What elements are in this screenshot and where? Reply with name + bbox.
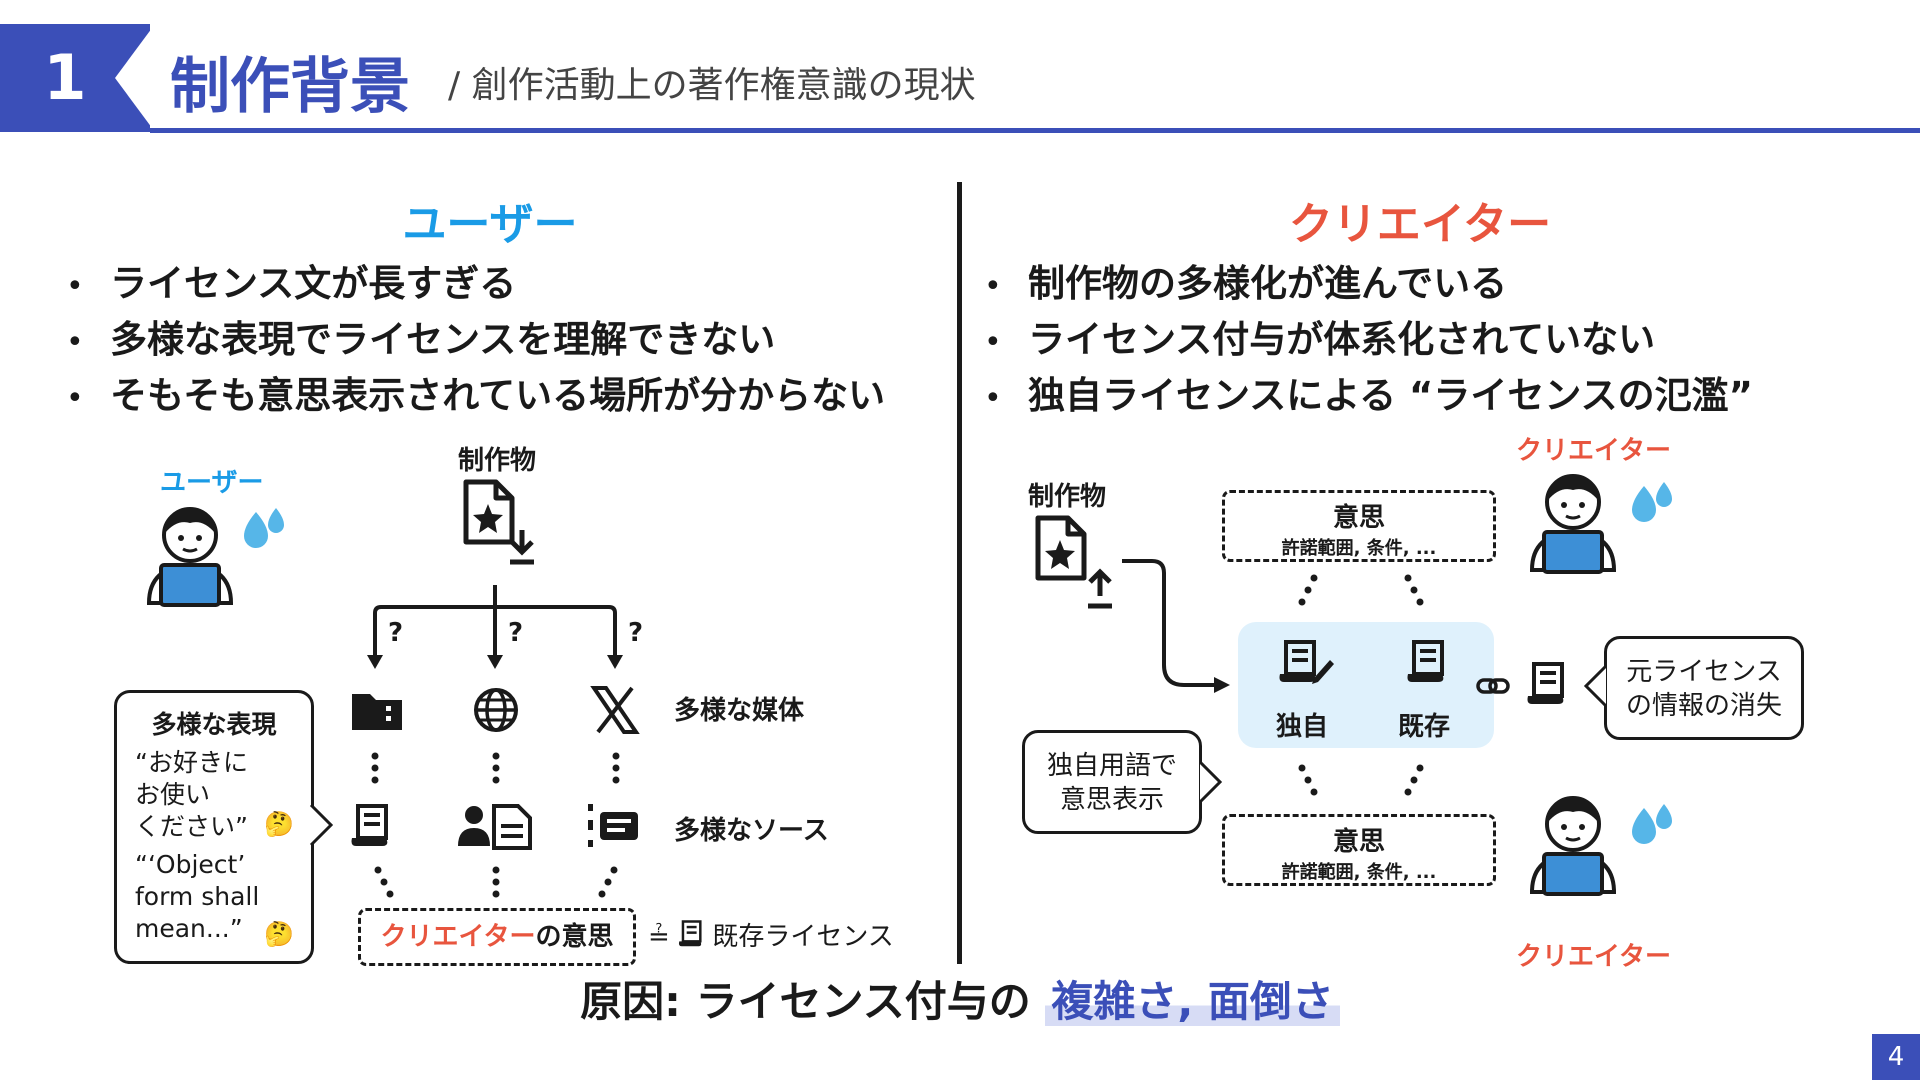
left-bullet-item: ライセンス文が長すぎる [66,256,885,312]
x-logo-icon [590,686,640,734]
intent-box-bottom: 意思 許諾範囲, 条件, ... [1222,814,1496,886]
person-laptop-icon [1530,474,1616,574]
creator-intent-prefix: クリエイター [380,922,536,952]
right-bullet-item: 制作物の多様化が進んでいる [984,256,1753,312]
info-loss-bubble: 元ライセンス の情報の消失 [1604,636,1804,740]
branch-arrows [367,585,623,669]
custom-term-bubble: 独自用語で 意思表示 [1022,730,1202,834]
person-card-icon [458,804,532,850]
bubble-tail [309,803,334,847]
column-divider [957,182,962,964]
file-star-download-icon [462,480,534,565]
existing-license-note: ≟ 既存ライセンス [648,916,894,953]
section-number-notch [115,24,155,132]
existing-label: 既存 [1398,712,1451,742]
cause-prefix: 原因: ライセンス付与の [580,977,1046,1026]
list-icon [588,804,638,847]
page-title: 制作背景 [170,52,410,122]
bubble-quote-1: “お好きに お使い ください” [135,748,248,841]
license-type-panel [1238,622,1494,748]
right-bullet-item: 独自ライセンスによる “ライセンスの氾濫” [984,368,1753,424]
intent-box-top: 意思 許諾範囲, 条件, ... [1222,490,1496,562]
page-number: 4 [1872,1034,1920,1080]
folder-icon [352,694,402,730]
work-label: 制作物 [1028,482,1107,512]
bubble-tail [1198,760,1223,804]
intent-title: 意思 [1332,503,1385,533]
license-scroll-icon [349,804,390,848]
question-mark: ? [388,618,404,648]
diverse-expression-bubble: 多様な表現 “お好きに お使い ください” “‘Object’ form sha… [114,690,314,964]
question-mark: ? [508,618,524,648]
dotted-connectors [371,752,620,784]
source-label: 多様なソース [674,816,829,846]
creator-intent-suffix: の意思 [535,922,614,952]
person-laptop-icon [1530,796,1616,896]
section-number: 1 [43,41,87,114]
approx-symbol: ≟ [648,922,670,952]
user-label: ユーザー [160,468,264,498]
left-bullet-item: そもそも意思表示されている場所が分からない [66,368,885,424]
dotted-connectors [374,866,618,898]
question-mark: ? [628,618,644,648]
cause-highlight: 複雑さ, 面倒さ [1045,977,1340,1026]
thinking-emoji-icon: 🤔 [264,810,294,838]
license-edit-icon [1277,640,1334,684]
intent-sub: 許諾範囲, 条件, ... [1281,538,1437,559]
work-label: 制作物 [458,446,537,476]
file-star-upload-icon [1034,516,1112,609]
thinking-emoji-icon: 🤔 [264,920,294,948]
media-label: 多様な媒体 [674,696,805,726]
left-bullet-item: 多様な表現でライセンスを理解できない [66,312,885,368]
creator-intent-box: クリエイターの意思 [358,908,636,966]
creator-label-top: クリエイター [1516,436,1671,466]
globe-icon [474,688,518,732]
license-scroll-icon [677,920,703,948]
left-heading: ユーザー [402,199,578,250]
left-bullet-list: ライセンス文が長すぎる 多様な表現でライセンスを理解できない そもそも意思表示さ… [66,256,885,424]
person-laptop-icon [147,507,233,607]
bubble-title: 多様な表現 [151,710,277,739]
right-heading: クリエイター [1288,199,1552,250]
intent-title: 意思 [1332,827,1385,857]
dotted-connectors [1298,764,1424,796]
sweat-drops-icon [1632,482,1672,522]
license-scroll-icon [1405,640,1446,684]
sweat-drops-icon [1632,804,1672,844]
right-bullet-list: 制作物の多様化が進んでいる ライセンス付与が体系化されていない 独自ライセンスに… [984,256,1753,424]
right-bullet-item: ライセンス付与が体系化されていない [984,312,1753,368]
header-rule [150,128,1920,133]
license-scroll-icon [1525,662,1566,706]
original-label: 独自 [1276,712,1329,742]
creator-label-bottom: クリエイター [1516,942,1671,972]
intent-sub: 許諾範囲, 条件, ... [1281,862,1437,883]
cause-statement: 原因: ライセンス付与の 複雑さ, 面倒さ [0,968,1920,1029]
sweat-drops-icon [244,508,284,548]
existing-license-label: 既存ライセンス [712,922,894,952]
page-subtitle: / 創作活動上の著作権意識の現状 [448,65,976,106]
dotted-connectors [1298,574,1424,606]
bubble-quote-2: “‘Object’ form shall mean...” [135,850,260,943]
bubble-tail [1583,664,1608,708]
flow-arrow [1122,559,1230,693]
link-icon [1476,678,1510,694]
